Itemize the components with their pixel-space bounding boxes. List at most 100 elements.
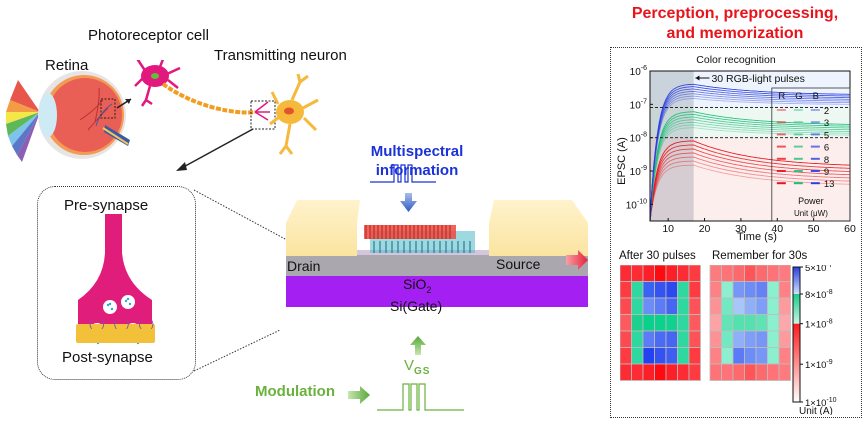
heatmap-cell [620,330,632,348]
x-tick-label: 60 [844,223,856,235]
panel-title-line2: and memorization [666,25,804,42]
y-tick-label: 10-6 [630,65,647,78]
curve-B-9 [649,86,851,222]
heatmap-cell [631,330,644,348]
colorbar-segment [793,267,800,294]
heatmap-cell [732,314,745,332]
receptors-icon: ()()() [89,319,163,330]
heatmap-cell [677,281,690,299]
heatmap-cell [688,314,701,332]
pulse-window [650,71,694,221]
heatmap-cell [654,314,667,332]
y-tick-label: 10-7 [630,98,647,111]
nanowire-array [364,225,475,253]
modulation-label: Modulation [255,383,335,400]
heatmap-cell [778,297,791,315]
heatmap-cell [778,363,791,381]
heatmap-cell [688,347,701,365]
heatmap-cell [677,314,690,332]
legend-power-label: 5 [824,130,829,141]
colorbar-segment [793,323,800,402]
heatmap-cell [744,330,757,348]
photoreceptor-cell-label: Photoreceptor cell [88,27,209,44]
heatmap-cell [732,281,745,299]
heatmap-cell [721,363,734,381]
curve-G-5 [649,121,850,222]
retina-neuron-illustration [6,60,319,171]
heatmap-cell [732,363,745,381]
heatmap-cell [620,297,632,315]
source-label: Source [496,256,541,272]
heatmap-cell [665,347,678,365]
heatmap-cell [709,265,722,282]
post-synapse-membrane [76,324,155,343]
legend-footer-unit: Unit (μW) [794,209,828,218]
curve-B-2 [649,98,850,222]
legend-power-label: 8 [824,155,829,166]
x-tick-label: 20 [699,223,711,235]
drain-label: Drain [287,258,321,274]
heatmap-cell [778,265,791,282]
heatmap-cell [677,297,690,315]
heatmap-cell [744,281,757,299]
legend-box [771,87,851,222]
heatmap-cell [732,265,745,282]
pre-synapse-label: Pre-synapse [64,197,149,214]
transmitting-neuron-icon [269,73,319,155]
heatmap-cell [677,265,690,282]
retina-label: Retina [45,57,89,74]
heatmap-cell [642,330,655,348]
photoreceptor-neuron-icon [134,60,276,130]
heatmap-cell [767,347,780,365]
heatmap-cell [677,347,690,365]
right-arrow-icon [348,386,370,404]
legend-power-label: 3 [824,118,829,129]
curve-R-9 [649,144,850,222]
heatmap-cell [709,314,722,332]
heatmap-cell [744,314,757,332]
colorbar-tick-label: 1×10-9 [805,359,833,371]
heatmap-cell [744,297,757,315]
blue-region [650,71,850,108]
chart-ylabel: EPSC (A) [616,137,628,185]
curve-B-3 [649,95,851,222]
oxide-subscript: 2 [426,284,432,295]
curve-R-13 [649,140,850,222]
heatmap-cell [755,265,768,282]
heatmap-cell [709,281,722,299]
heatmap-cell [688,281,701,299]
heatmap-cell [709,363,722,381]
colorbar-unit-label: Unit (A) [799,406,833,415]
heatmap-cell [620,314,632,332]
up-arrow-icon [410,336,426,355]
heatmap-cell [755,314,768,332]
heatmap-cell [620,281,632,299]
transmitting-neuron-label: Transmitting neuron [214,47,347,64]
rainbow-light-icon [6,80,40,162]
curve-G-13 [649,111,850,222]
y-tick-label: 10-8 [630,132,647,145]
eye-icon [38,71,132,159]
heatmap-cell [642,363,655,381]
multispectral-label: Multispectral information [352,142,482,180]
legend-footer-power: Power [798,196,824,206]
red-region [650,137,850,221]
vgs-text: V [404,357,415,374]
light-pulse-train [370,164,436,212]
curve-B-6 [649,90,850,222]
legend-column-R: R [778,91,785,102]
heatmap-cell [721,347,734,365]
heatmap-cell [688,297,701,315]
oxide-layer [286,255,588,276]
heatmap-cell [767,363,780,381]
legend-column-G: G [795,91,802,102]
heatmap-cell [665,314,678,332]
heatmap-cell [677,363,690,381]
legend-power-label: 9 [824,167,829,178]
x-tick-label: 50 [808,223,820,235]
heatmap-cell [778,281,791,299]
annotation-text: 30 RGB-light pulses [711,73,804,85]
heatmap-cell [642,347,655,365]
gate-layer [286,275,588,307]
heatmap-cell [642,297,655,315]
